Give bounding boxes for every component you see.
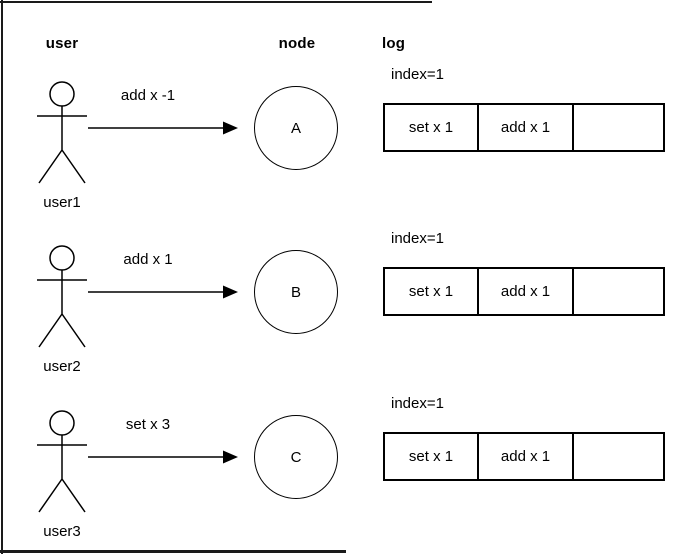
page-border-left (1, 0, 3, 554)
log-cell: add x 1 (479, 434, 574, 479)
message-label: set x 3 (125, 416, 171, 433)
actor-label: user3 (43, 523, 81, 540)
column-header-node: node (278, 35, 316, 52)
log-cell-empty (574, 269, 663, 314)
node-circle: B (254, 250, 338, 334)
log-cell: set x 1 (385, 269, 479, 314)
log-cell: set x 1 (385, 105, 479, 150)
actor-label: user1 (43, 194, 81, 211)
node-label: B (290, 283, 301, 301)
log-index-label: index=1 (391, 395, 444, 412)
page-border-top (0, 1, 432, 3)
diagram-row-user3: user3 set x 3 C index=1 set x 1 add x 1 (0, 393, 691, 554)
log-index-label: index=1 (391, 66, 444, 83)
node-label: A (290, 119, 301, 137)
person-stick-figure-icon (37, 81, 87, 184)
log-cell: set x 1 (385, 434, 479, 479)
page-border-bottom (0, 550, 346, 553)
log-table: set x 1 add x 1 (383, 103, 665, 152)
person-stick-figure-icon (37, 245, 87, 348)
column-header-user: user (45, 35, 79, 52)
diagram-row-user2: user2 add x 1 B index=1 set x 1 add x 1 (0, 228, 691, 398)
node-circle: C (254, 415, 338, 499)
log-cell-empty (574, 105, 663, 150)
log-cell-empty (574, 434, 663, 479)
log-index-label: index=1 (391, 230, 444, 247)
node-label: C (290, 448, 302, 466)
arrow-right-icon (88, 285, 238, 299)
diagram-row-user1: user1 add x -1 A index=1 set x 1 add x 1 (0, 64, 691, 234)
node-circle: A (254, 86, 338, 170)
log-table: set x 1 add x 1 (383, 432, 665, 481)
arrow-right-icon (88, 450, 238, 464)
log-cell: add x 1 (479, 269, 574, 314)
arrow-right-icon (88, 121, 238, 135)
message-label: add x 1 (123, 251, 173, 268)
log-table: set x 1 add x 1 (383, 267, 665, 316)
person-stick-figure-icon (37, 410, 87, 513)
log-cell: add x 1 (479, 105, 574, 150)
message-label: add x -1 (120, 87, 176, 104)
column-header-log: log (382, 35, 406, 52)
actor-label: user2 (43, 358, 81, 375)
